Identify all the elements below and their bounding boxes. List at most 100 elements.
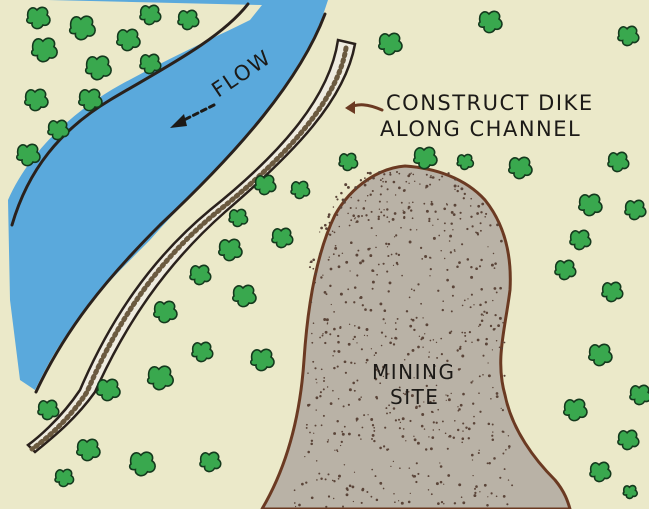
- mining-dot: [480, 211, 483, 214]
- mining-dot: [419, 183, 421, 185]
- mining-dot: [424, 448, 428, 451]
- mining-dot: [480, 313, 483, 316]
- mining-dot: [397, 500, 400, 502]
- mining-dot: [470, 293, 473, 296]
- mining-dot: [400, 501, 404, 505]
- mining-dot: [408, 173, 411, 176]
- mining-dot: [388, 220, 391, 223]
- mining-dot: [430, 410, 434, 413]
- mining-dot: [443, 222, 446, 225]
- mining-dot: [438, 234, 441, 237]
- mining-dot: [477, 204, 481, 208]
- mining-dot: [408, 202, 410, 204]
- mining-dot: [375, 498, 379, 502]
- mining-dot: [377, 263, 380, 266]
- mining-dot: [400, 226, 402, 229]
- mining-dot: [310, 496, 314, 500]
- mining-dot: [396, 317, 399, 320]
- mining-dot: [423, 428, 426, 430]
- shrub-icon: [139, 53, 162, 75]
- mining-dot: [332, 253, 335, 256]
- mining-dot: [325, 505, 328, 508]
- mining-dot: [341, 430, 344, 433]
- mining-dot: [439, 480, 443, 484]
- mining-dot: [389, 171, 392, 174]
- mining-dot: [333, 327, 336, 331]
- shrub-icon: [622, 484, 638, 500]
- mining-dot: [432, 421, 435, 424]
- mining-dot: [312, 258, 316, 262]
- mining-dot: [466, 227, 469, 231]
- mining-dot: [329, 284, 332, 288]
- mining-dot: [293, 502, 296, 504]
- mining-dot: [507, 435, 510, 437]
- mining-dot: [413, 328, 416, 332]
- shrub-icons: [16, 4, 649, 500]
- shrub-icon: [199, 451, 222, 473]
- mining-dot: [478, 265, 482, 268]
- mining-dot: [383, 309, 387, 313]
- mining-dot: [327, 495, 331, 498]
- mining-dot: [492, 299, 494, 302]
- mining-dot: [347, 342, 351, 346]
- mining-dot: [405, 390, 409, 394]
- mining-dot: [479, 229, 482, 232]
- mining-dot: [324, 330, 328, 334]
- mining-dot: [494, 328, 496, 330]
- mining-dot: [403, 358, 406, 361]
- mining-dot: [428, 217, 431, 221]
- dike: [26, 38, 357, 454]
- shrub-icon: [189, 264, 212, 286]
- mining-dot: [420, 424, 424, 428]
- mining-dot: [322, 414, 325, 417]
- mining-dot: [496, 223, 499, 227]
- mining-dot: [343, 201, 346, 204]
- river-bank-left: [10, 2, 250, 227]
- mining-dot: [490, 263, 494, 267]
- shrub-icon: [139, 4, 162, 26]
- mining-dot: [373, 354, 376, 357]
- mining-dot: [343, 425, 346, 428]
- mining-dot: [357, 249, 360, 252]
- mining-dot: [326, 323, 329, 325]
- mining-dot: [467, 298, 469, 300]
- mining-dot: [492, 252, 495, 255]
- shrub-icon: [218, 238, 243, 262]
- mining-dot: [336, 420, 339, 423]
- mining-dot: [340, 440, 343, 444]
- mining-dot: [327, 213, 331, 216]
- mining-dot: [309, 431, 311, 434]
- river-channel: [8, 0, 328, 390]
- mining-dot: [329, 333, 332, 336]
- mining-dot: [495, 340, 498, 342]
- mining-dot: [415, 316, 418, 319]
- mining-dot: [371, 189, 374, 193]
- mining-dot: [344, 301, 348, 304]
- mining-dot: [364, 308, 367, 311]
- mining-dot: [346, 185, 350, 189]
- mining-dot: [464, 331, 466, 334]
- mining-dot: [371, 424, 375, 427]
- mining-dot: [337, 350, 341, 353]
- mining-dot: [358, 398, 361, 401]
- mining-dot: [312, 267, 315, 270]
- mining-dot: [334, 246, 338, 250]
- mining-dot: [436, 356, 439, 359]
- mining-dot: [429, 339, 432, 342]
- mining-dot: [388, 373, 390, 375]
- mining-dot: [378, 208, 381, 210]
- mining-dot: [355, 207, 357, 209]
- mining-dot: [340, 191, 343, 195]
- mining-dot: [411, 201, 414, 204]
- mining-dot: [332, 355, 334, 357]
- mining-dot: [410, 288, 413, 291]
- mining-dot: [470, 265, 473, 269]
- mining-dot: [314, 367, 317, 370]
- mining-dot: [355, 417, 359, 421]
- mining-dot: [394, 322, 397, 324]
- mining-dot: [348, 484, 352, 488]
- mining-dot: [417, 472, 420, 475]
- mining-dot: [478, 449, 480, 452]
- mining-dot: [487, 362, 489, 364]
- shrub-icon: [617, 429, 640, 451]
